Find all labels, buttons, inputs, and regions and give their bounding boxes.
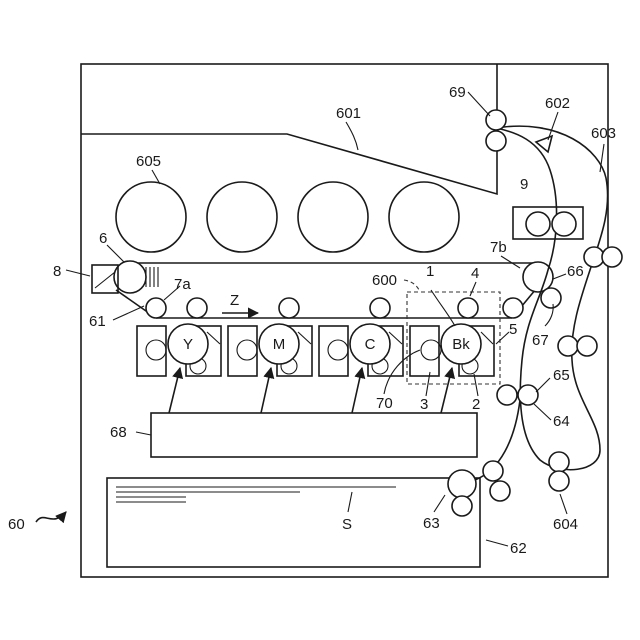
label-2: 2: [472, 396, 480, 413]
label-8: 8: [53, 263, 61, 280]
label-64: 64: [553, 413, 570, 430]
label-603: 603: [591, 125, 616, 142]
label-6: 6: [99, 230, 107, 247]
label-61: 61: [89, 313, 106, 330]
label-604: 604: [553, 516, 578, 533]
label-600: 600: [372, 272, 397, 289]
reference-labels: 60 601 602 603 605 69 9 6 8 7a 7b 61 600…: [8, 84, 616, 557]
station-label-y: Y: [183, 336, 193, 353]
label-3: 3: [420, 396, 428, 413]
label-602: 602: [545, 95, 570, 112]
station-labels: Y M C Bk: [183, 336, 470, 353]
label-66: 66: [567, 263, 584, 280]
label-62: 62: [510, 540, 527, 557]
label-s: S: [342, 516, 352, 533]
device-arrow: [36, 512, 66, 522]
station-label-bk: Bk: [452, 336, 470, 353]
image-station-m: [228, 324, 312, 376]
label-9: 9: [520, 176, 528, 193]
paper-path: [475, 126, 608, 480]
label-60: 60: [8, 516, 25, 533]
cleaner-blades: [146, 267, 158, 287]
label-605: 605: [136, 153, 161, 170]
label-601: 601: [336, 105, 361, 122]
primary-transfer-rollers: [146, 298, 523, 318]
label-1: 1: [426, 263, 434, 280]
station-label-m: M: [273, 336, 286, 353]
station-label-c: C: [365, 336, 376, 353]
label-65: 65: [553, 367, 570, 384]
label-67: 67: [532, 332, 549, 349]
image-station-y: [137, 324, 221, 376]
label-69: 69: [449, 84, 466, 101]
label-63: 63: [423, 515, 440, 532]
label-z: Z: [230, 292, 239, 309]
image-station-c: [319, 324, 403, 376]
label-4: 4: [471, 265, 479, 282]
label-7b: 7b: [490, 239, 507, 256]
label-5: 5: [509, 321, 517, 338]
label-7a: 7a: [174, 276, 191, 293]
label-68: 68: [110, 424, 127, 441]
label-70: 70: [376, 395, 393, 412]
toner-bottles: [116, 182, 459, 252]
